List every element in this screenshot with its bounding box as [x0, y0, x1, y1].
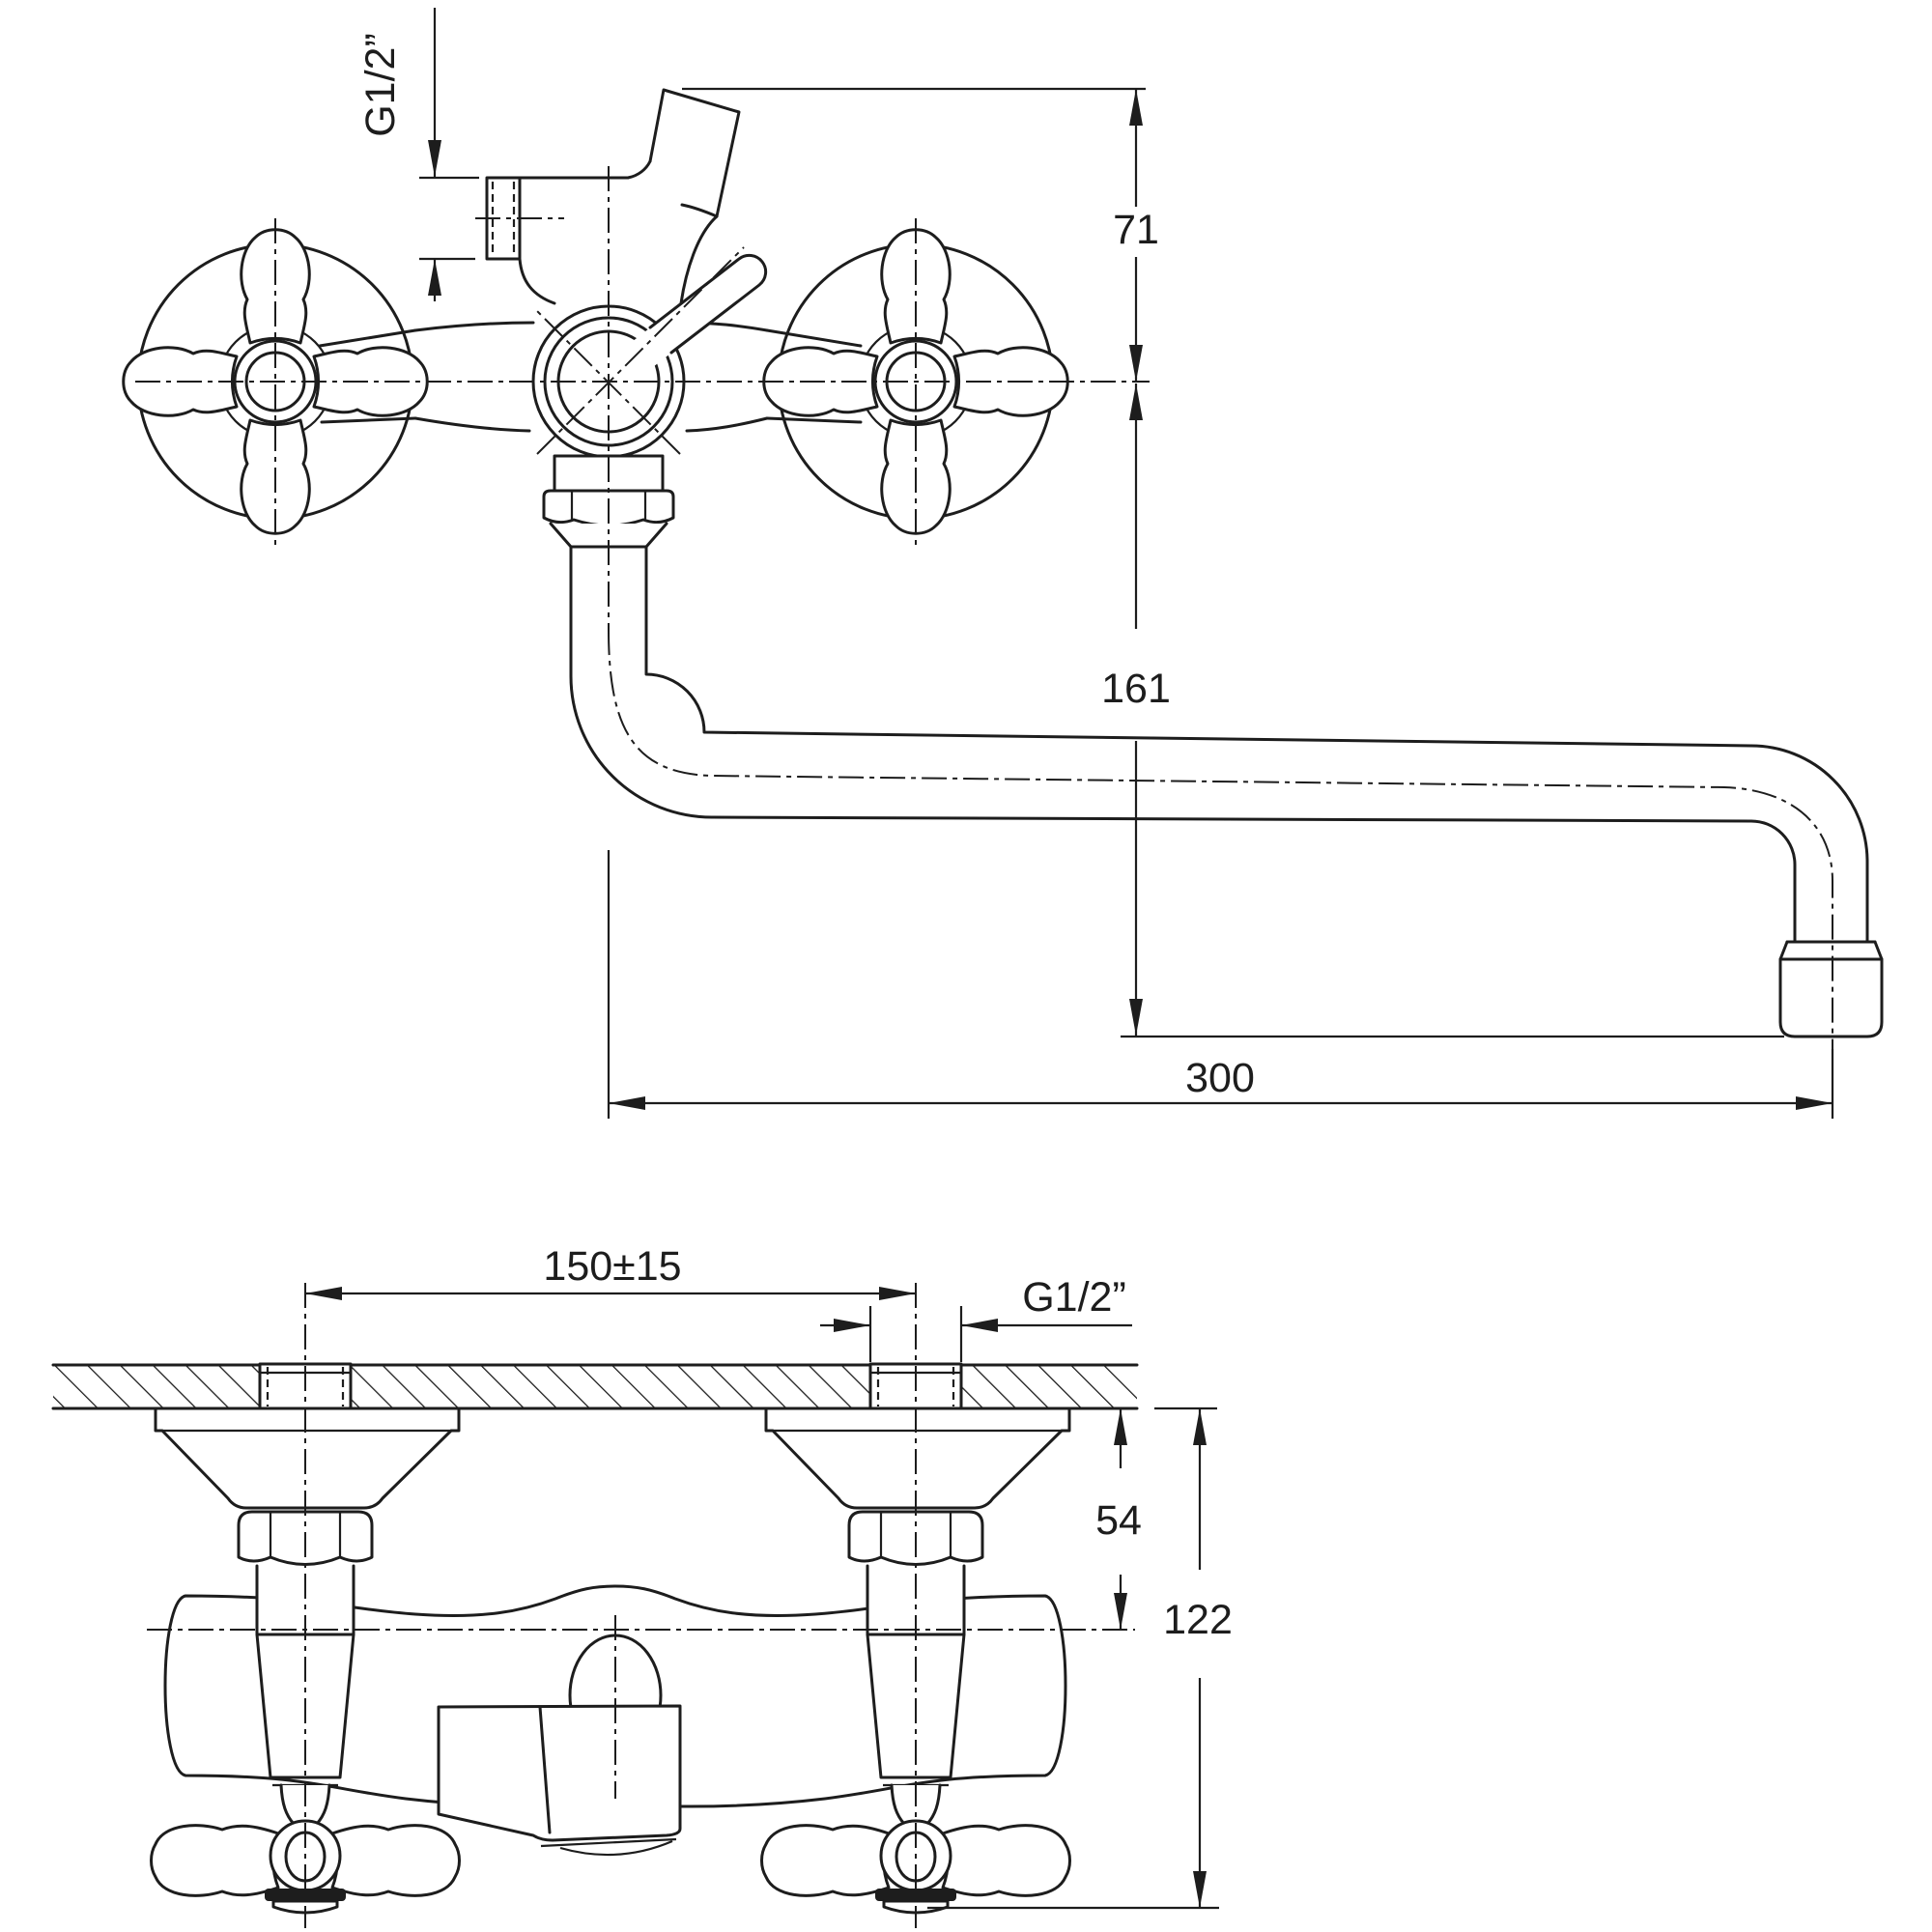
dimension-thread-plan: G1/2”: [820, 1274, 1132, 1362]
diverter-lever: [619, 253, 768, 377]
dimension-54: 54: [1095, 1408, 1142, 1630]
dim-label-54: 54: [1095, 1497, 1142, 1544]
plan-center-lines: [147, 1283, 1135, 1928]
spout-tube: [569, 545, 1884, 1038]
dimension-71: 71: [682, 87, 1159, 382]
dim-label-thread-plan: G1/2”: [1022, 1274, 1126, 1321]
dimension-shower-thread: G1/2”: [357, 8, 479, 301]
shower-outlet-assembly: [485, 88, 741, 319]
spout-assembly: [542, 454, 1884, 1038]
dimension-122: 122: [927, 1406, 1233, 1910]
dimension-161: 161: [1101, 384, 1784, 1038]
dim-label-300: 300: [1185, 1055, 1255, 1101]
dim-label-122: 122: [1163, 1597, 1233, 1643]
front-center-lines: [135, 166, 1833, 1049]
dimension-150: 150±15: [305, 1243, 916, 1300]
dim-label-shower-thread: G1/2”: [357, 33, 404, 137]
dim-label-71: 71: [1113, 207, 1159, 253]
plan-view: 150±15 G1/2” 54 122: [51, 1243, 1233, 1928]
dim-label-161: 161: [1101, 666, 1171, 712]
wall-section: [51, 1363, 1139, 1410]
spout-outlet-cup: [437, 1704, 682, 1857]
dim-label-150: 150±15: [543, 1243, 681, 1290]
dimension-300: 300: [607, 850, 1834, 1119]
front-view: G1/2” 71 161 300: [122, 8, 1884, 1119]
